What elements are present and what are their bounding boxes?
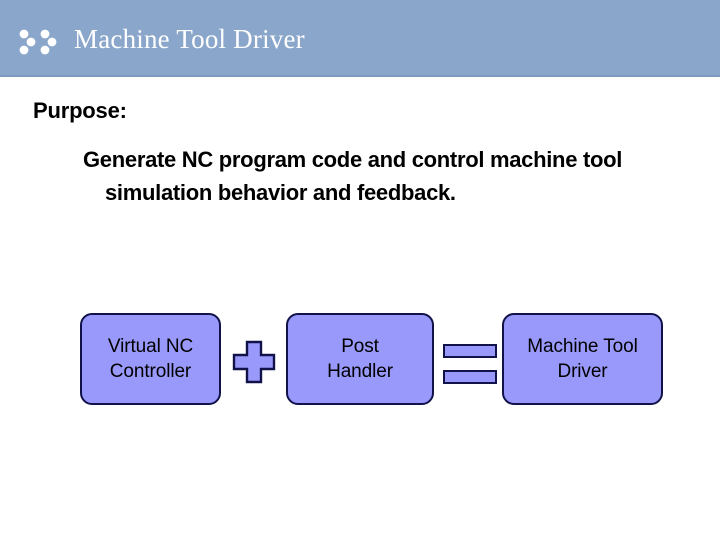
purpose-label: Purpose: xyxy=(33,98,127,123)
purpose-description: Generate NC program code and control mac… xyxy=(83,147,623,205)
equals-bar-top xyxy=(443,344,497,358)
page-title: Machine Tool Driver xyxy=(74,24,305,54)
diagram-node-post-handler: Post Handler xyxy=(286,313,434,405)
node-label-line1: Virtual NC xyxy=(107,336,194,357)
node-label: Machine Tool Driver xyxy=(527,334,638,384)
node-label: Virtual NC Controller xyxy=(108,334,193,384)
node-label-line2: Controller xyxy=(109,361,192,382)
pipeline-diagram: Virtual NC Controller Post Handler Machi… xyxy=(0,300,720,420)
node-label-line1: Machine Tool xyxy=(527,336,638,357)
six-dots-logo-icon xyxy=(19,29,65,55)
equals-bar-bottom xyxy=(443,370,497,384)
diagram-node-machine-tool-driver: Machine Tool Driver xyxy=(502,313,663,405)
diagram-node-virtual-nc-controller: Virtual NC Controller xyxy=(80,313,221,405)
node-label: Post Handler xyxy=(327,334,393,384)
slide-header: Machine Tool Driver xyxy=(0,0,720,77)
plus-shape-icon xyxy=(232,340,276,384)
node-label-line2: Handler xyxy=(327,361,393,382)
node-label-line2: Driver xyxy=(557,361,608,382)
equals-shape-icon xyxy=(443,342,497,386)
node-label-line1: Post xyxy=(341,336,379,357)
